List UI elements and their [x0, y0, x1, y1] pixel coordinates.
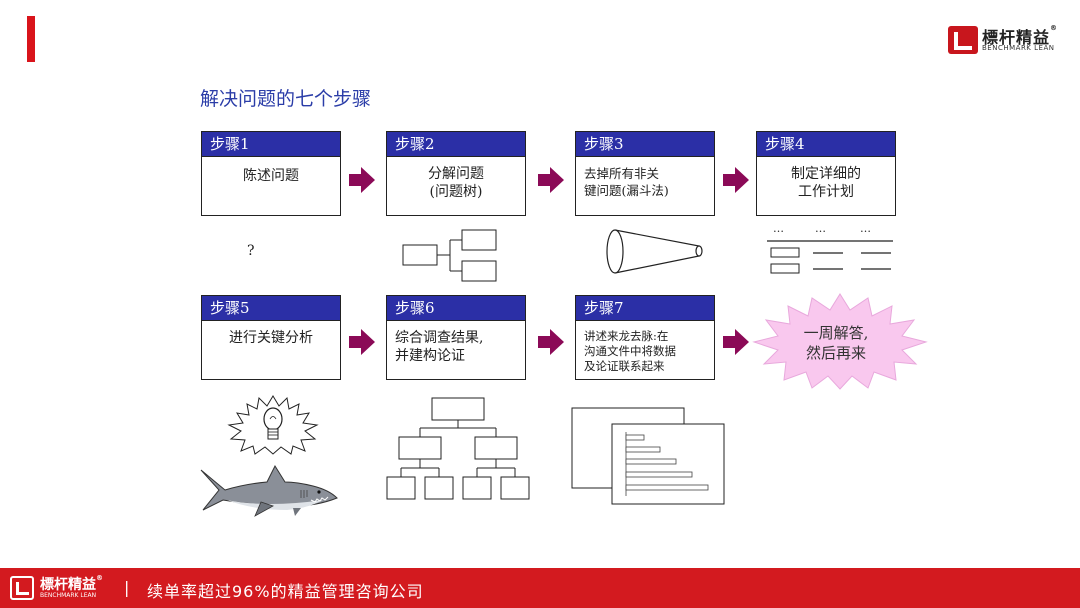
question-mark: ? [247, 243, 255, 259]
step-3-line-1: 去掉所有非关 [584, 166, 660, 181]
step-5-body: 进行关键分析 [202, 321, 340, 347]
plan-dots-2: … [815, 222, 826, 235]
step-7-box: 步骤7 讲述来龙去脉:在 沟通文件中将数据 及论证联系起来 [575, 295, 715, 380]
arrow-right-icon [723, 329, 749, 355]
brand-logo: 標杆精益® BENCHMARK LEAN [948, 24, 1068, 58]
arrow-right-icon [723, 167, 749, 193]
step-3-body: 去掉所有非关 键问题(漏斗法) [576, 157, 714, 199]
page-title: 解决问题的七个步骤 [200, 88, 372, 110]
step-3-box: 步骤3 去掉所有非关 键问题(漏斗法) [575, 131, 715, 216]
logo-mark-icon [948, 26, 978, 54]
step-1-body: 陈述问题 [202, 157, 340, 185]
step-6-line-1: 综合调查结果, [395, 330, 484, 346]
final-burst-line-2: 然后再来 [805, 344, 866, 362]
step-2-body: 分解问题 (问题树) [387, 157, 525, 201]
brand-subtitle: BENCHMARK LEAN [982, 44, 1055, 52]
step-5-header: 步骤5 [202, 296, 340, 321]
issue-tree-icon [402, 229, 497, 282]
step-1-header: 步骤1 [202, 132, 340, 157]
plan-dots-1: … [773, 222, 784, 235]
step-6-body: 综合调查结果, 并建构论证 [387, 321, 525, 365]
funnel-icon [606, 229, 703, 274]
lightbulb-icon [227, 395, 319, 455]
step-7-line-2: 沟通文件中将数据 [584, 344, 676, 358]
footer-slogan: 续单率超过96%的精益管理咨询公司 [147, 582, 424, 601]
step-6-box: 步骤6 综合调查结果, 并建构论证 [386, 295, 526, 380]
footer-logo-mark-icon [10, 576, 34, 600]
footer-registered-mark: ® [96, 574, 103, 582]
step-1-line-1: 陈述问题 [243, 168, 299, 184]
step-2-box: 步骤2 分解问题 (问题树) [386, 131, 526, 216]
step-7-line-3: 及论证联系起来 [584, 359, 665, 373]
step-7-body: 讲述来龙去脉:在 沟通文件中将数据 及论证联系起来 [576, 321, 714, 374]
step-2-header: 步骤2 [387, 132, 525, 157]
arrow-right-icon [349, 167, 375, 193]
footer-logo: 標杆精益® BENCHMARK LEAN [10, 574, 110, 604]
step-6-header: 步骤6 [387, 296, 525, 321]
step-2-line-1: 分解问题 [428, 166, 484, 182]
arrow-right-icon [349, 329, 375, 355]
step-3-line-2: 键问题(漏斗法) [584, 183, 669, 198]
step-3-header: 步骤3 [576, 132, 714, 157]
step-4-box: 步骤4 制定详细的 工作计划 [756, 131, 896, 216]
step-5-box: 步骤5 进行关键分析 [201, 295, 341, 380]
step-7-header: 步骤7 [576, 296, 714, 321]
work-plan-icon: … … … [767, 222, 893, 274]
footer-bar [0, 568, 1080, 608]
pyramid-structure-icon [386, 397, 530, 500]
accent-bar [27, 16, 35, 62]
final-burst-line-1: 一周解答, [803, 324, 869, 342]
step-4-line-1: 制定详细的 [791, 166, 861, 182]
starburst-icon [752, 293, 928, 390]
plan-dots-3: … [860, 222, 871, 235]
arrow-right-icon [538, 329, 564, 355]
step-4-header: 步骤4 [757, 132, 895, 157]
step-1-box: 步骤1 陈述问题 [201, 131, 341, 216]
footer-separator: | [124, 578, 130, 597]
step-4-line-2: 工作计划 [798, 184, 854, 200]
footer-brand-subtitle: BENCHMARK LEAN [40, 592, 97, 599]
step-4-body: 制定详细的 工作计划 [757, 157, 895, 201]
brand-name: 標杆精益 [982, 28, 1051, 47]
report-pages-icon [571, 407, 725, 505]
registered-mark: ® [1050, 24, 1059, 32]
step-7-line-1: 讲述来龙去脉:在 [584, 329, 669, 343]
step-5-line-1: 进行关键分析 [229, 330, 313, 346]
step-2-line-2: (问题树) [429, 184, 483, 200]
step-6-line-2: 并建构论证 [395, 348, 465, 364]
arrow-right-icon [538, 167, 564, 193]
final-burst-text: 一周解答, 然后再来 [786, 323, 886, 363]
footer-brand-name: 標杆精益 [40, 577, 96, 593]
shark-icon [200, 464, 338, 517]
